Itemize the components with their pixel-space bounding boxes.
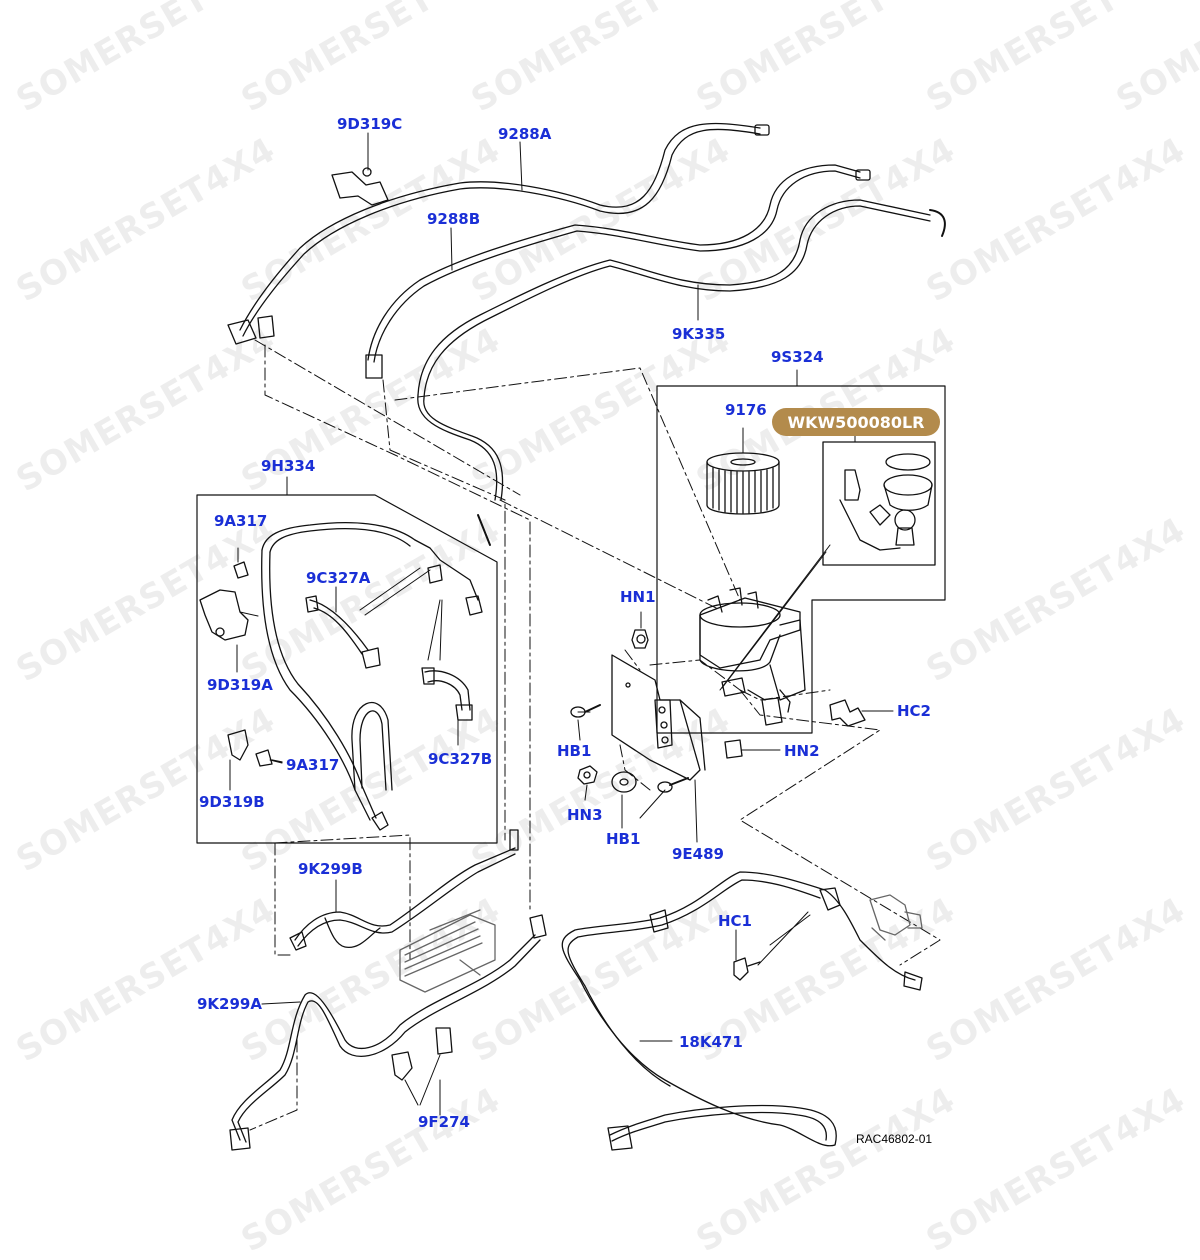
washer [611,771,637,793]
pipe-loop-9h334 [261,522,483,831]
label-hb1-left: HB1 [557,742,592,760]
label-9k299a: 9K299A [197,995,262,1013]
label-9h334: 9H334 [261,457,316,475]
leader-sensor-kit [721,551,827,689]
bracket-9e489 [611,654,706,781]
pipe-9288b [367,164,871,363]
diagram-reference: RAC46802-01 [856,1132,933,1146]
label-hn2: HN2 [784,742,820,760]
nut-hn1 [631,611,649,649]
hose-9c327b [421,667,473,721]
bolt-hb1-bottom [657,777,689,793]
nut-hn3 [577,765,598,785]
fuel-cooler [399,909,496,993]
label-hb1-bottom: HB1 [606,830,641,848]
hose-9c327a [305,595,381,669]
label-9d319a: 9D319A [207,676,273,694]
filter-element-9176 [706,427,780,515]
label-9c327b: 9C327B [428,750,493,768]
clip-9d319c [331,167,389,206]
label-leaders [229,132,894,1116]
clip-hc2 [829,699,866,727]
label-9d319c: 9D319C [337,115,403,133]
sensor-kit-box-wkw500080lr [822,435,936,566]
label-hc1: HC1 [718,912,752,930]
fuel-filter-housing [699,587,806,726]
label-18k471: 18K471 [679,1033,743,1051]
clips-9f274 [391,1027,453,1106]
clip-hc1 [733,911,811,981]
pipe-9k335 [417,199,946,546]
connector-fitting-9288b [365,354,383,379]
label-9d319b: 9D319B [199,793,265,811]
pressure-regulator [869,894,923,941]
leader-lines-9h334 [359,567,443,661]
label-9c327a: 9C327A [306,569,371,587]
label-9k335: 9K335 [672,325,726,343]
bolt-hb1-left [570,704,601,718]
label-9a317-top: 9A317 [214,512,268,530]
label-9s324: 9S324 [771,348,824,366]
label-9k299b: 9K299B [298,860,363,878]
fastener-9a317-bottom [255,749,283,767]
clip-9d319b [227,729,249,761]
pipe-9288a [239,122,770,337]
label-9f274: 9F274 [418,1113,470,1131]
fastener-9a317-top [233,547,249,579]
label-hn3: HN3 [567,806,603,824]
dash-dot-leaders [249,339,941,1131]
pipe-9k299b [289,829,519,951]
label-9e489: 9E489 [672,845,724,863]
part-badge-wkw500080lr: WKW500080LR [772,408,940,436]
connector-fitting-left [227,315,275,345]
label-9176: 9176 [725,401,767,419]
pipe-18k471 [561,871,923,1151]
nut-hn2 [724,739,743,759]
fuel-system-diagram [196,122,946,1151]
label-hn1: HN1 [620,588,656,606]
pipe-9k299a [229,914,547,1151]
label-hc2: HC2 [897,702,931,720]
label-9288b: 9288B [427,210,481,228]
label-9288a: 9288A [498,125,552,143]
box-9h334 [196,476,498,844]
clip-9d319a [199,589,259,641]
label-9a317-bottom: 9A317 [286,756,340,774]
